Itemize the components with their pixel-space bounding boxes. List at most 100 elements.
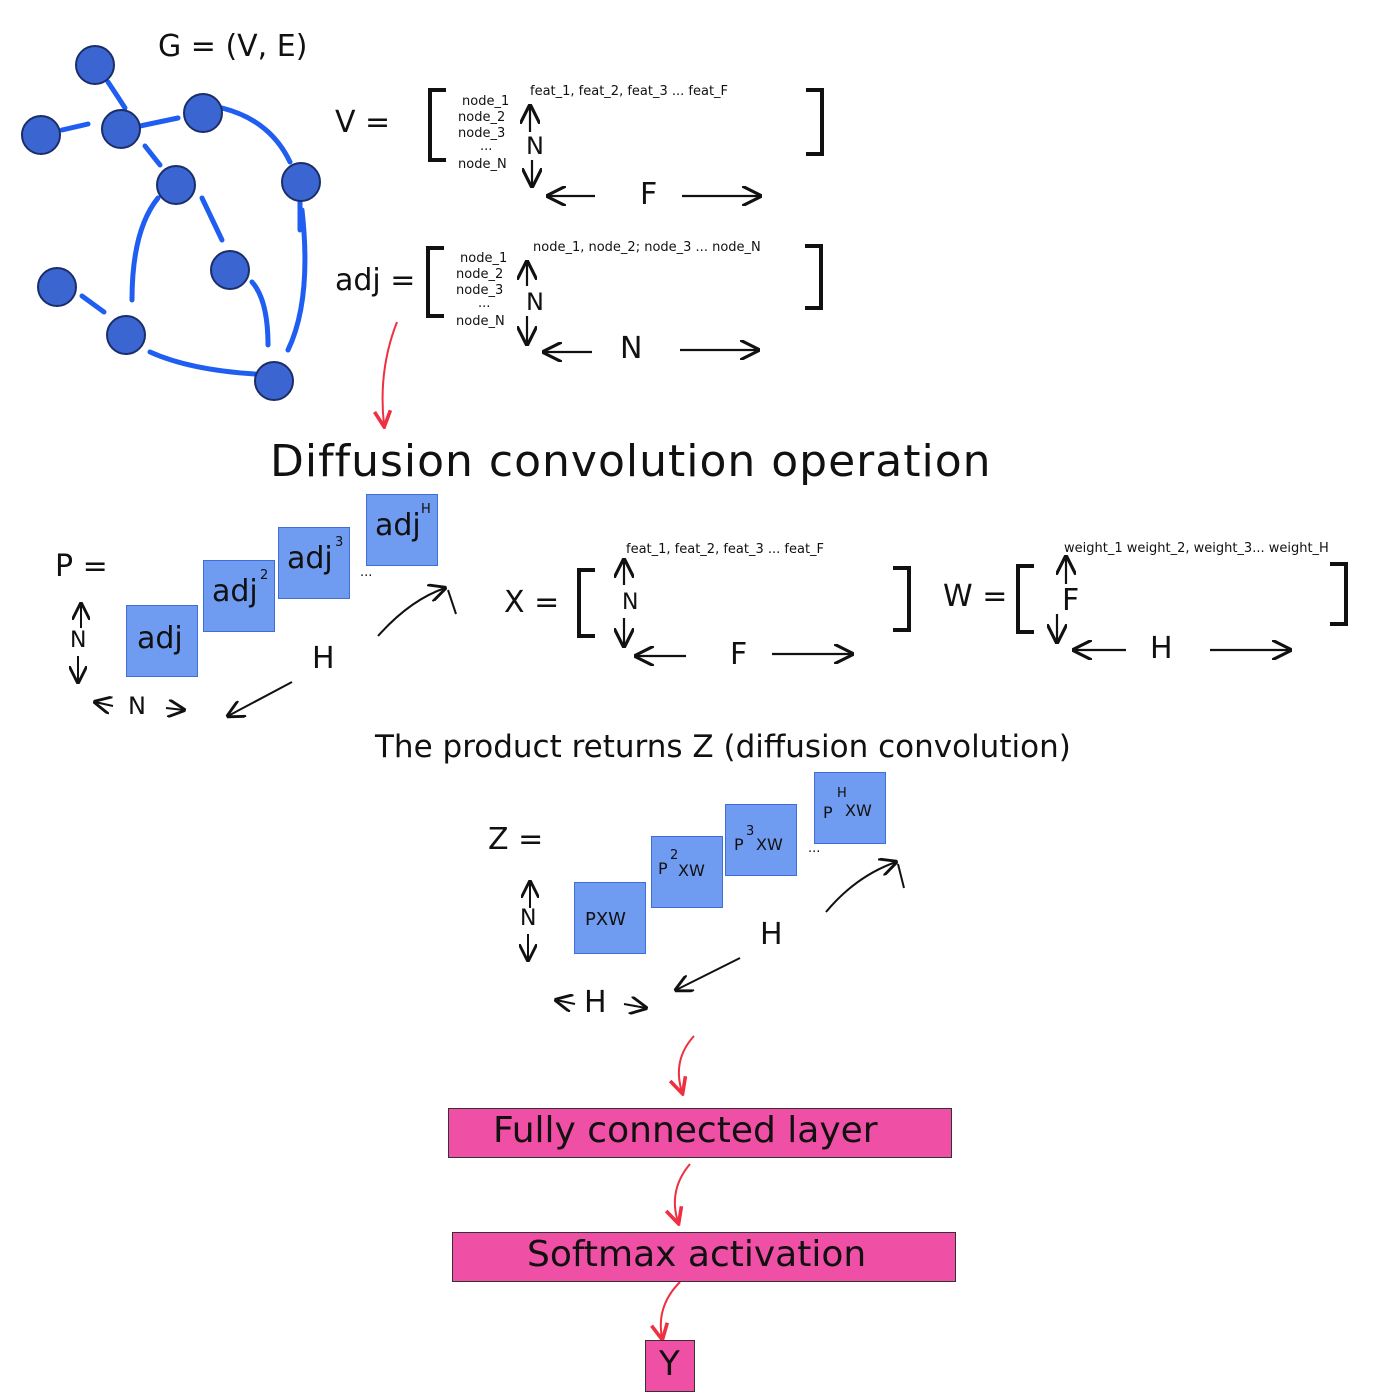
x-col-labels: feat_1, feat_2, feat_3 ... feat_F	[626, 542, 825, 557]
x-dim-arrows	[624, 560, 852, 656]
z-box-2: P 2 XW	[651, 836, 723, 908]
adj-matrix-label: adj =	[335, 263, 416, 298]
z-box-power: 2	[670, 848, 679, 863]
flow-arrow-4	[661, 1281, 681, 1338]
p-dim-arrows	[78, 588, 457, 716]
x-row-dim: N	[622, 590, 639, 615]
graph-node	[156, 165, 196, 205]
x-right-bracket	[893, 566, 911, 632]
z-box-power: 3	[746, 824, 755, 839]
z-box-4: P H XW	[814, 772, 886, 844]
section-title: Diffusion convolution operation	[270, 436, 992, 487]
softmax-label: Softmax activation	[527, 1234, 867, 1275]
v-right-bracket	[806, 88, 824, 156]
x-left-bracket	[577, 568, 595, 638]
z-box-3: P 3 XW	[725, 804, 797, 876]
v-matrix-label: V =	[335, 105, 391, 140]
graph-node	[281, 162, 321, 202]
z-depth-label: H	[760, 917, 783, 952]
graph-edges	[59, 79, 308, 377]
adj-left-bracket	[426, 246, 444, 318]
p-tensor-label: P =	[55, 549, 108, 584]
adj-right-bracket	[805, 244, 823, 310]
graph-title: G = (V, E)	[158, 29, 308, 64]
p-box-1: adj	[126, 605, 198, 677]
p-col-dim: N	[128, 692, 146, 720]
v-row-label: node_3	[458, 126, 506, 141]
v-row-label: ...	[480, 139, 493, 154]
p-box-4: adj H	[366, 494, 438, 566]
v-row-label: node_N	[458, 157, 507, 172]
z-box-suffix: XW	[678, 861, 705, 880]
w-dim-arrows	[1057, 557, 1290, 650]
adj-col-labels: node_1, node_2; node_3 ... node_N	[533, 240, 761, 255]
fully-connected-layer: Fully connected layer	[448, 1108, 952, 1158]
z-box-1: PXW	[574, 882, 646, 954]
p-box-power: 3	[335, 535, 344, 550]
w-row-dim: F	[1062, 583, 1080, 618]
flow-arrow-1	[383, 321, 398, 425]
graph-node	[101, 109, 141, 149]
p-box-text: adj	[137, 621, 183, 656]
p-box-3: adj 3	[278, 527, 350, 599]
v-row-label: node_2	[458, 110, 506, 125]
graph-node	[106, 315, 146, 355]
output-box: Y	[645, 1340, 695, 1392]
v-dim-arrows	[530, 106, 760, 196]
z-box-text: PXW	[585, 909, 626, 930]
output-label: Y	[659, 1344, 680, 1384]
z-row-dim: N	[520, 906, 537, 931]
adj-row-label: node_2	[456, 267, 504, 282]
v-left-bracket	[428, 88, 446, 162]
product-text: The product returns Z (diffusion convolu…	[375, 729, 1071, 765]
p-box-power: 2	[260, 568, 269, 583]
adj-row-label: node_1	[460, 251, 508, 266]
z-tensor-label: Z =	[488, 822, 544, 857]
adj-row-label: node_N	[456, 314, 505, 329]
z-box-text: P	[823, 803, 833, 822]
adj-dim-arrows	[527, 262, 758, 352]
z-box-text: P	[658, 859, 668, 878]
p-row-dim: N	[70, 628, 87, 653]
p-box-power: H	[421, 502, 431, 517]
adj-row-label: node_3	[456, 283, 504, 298]
w-left-bracket	[1016, 564, 1034, 634]
graph-node	[254, 361, 294, 401]
fully-connected-label: Fully connected layer	[493, 1110, 878, 1151]
graph-node	[21, 115, 61, 155]
v-col-dim: F	[640, 177, 658, 212]
z-dim-arrows	[528, 862, 905, 1008]
v-row-label: node_1	[462, 94, 510, 109]
x-matrix-label: X =	[504, 585, 560, 620]
w-col-labels: weight_1 weight_2, weight_3... weight_H	[1064, 541, 1329, 556]
p-box-2: adj 2	[203, 560, 275, 632]
v-row-dim: N	[526, 132, 544, 160]
w-matrix-label: W =	[943, 579, 1008, 614]
graph-nodes	[21, 45, 321, 401]
w-right-bracket	[1330, 562, 1348, 626]
z-box-suffix: XW	[845, 801, 872, 820]
graph-node	[210, 250, 250, 290]
z-ellipsis: ...	[808, 841, 821, 856]
flow-arrow-2	[679, 1035, 695, 1092]
softmax-layer: Softmax activation	[452, 1232, 956, 1282]
graph-node	[37, 267, 77, 307]
z-box-suffix: XW	[756, 835, 783, 854]
w-col-dim: H	[1150, 631, 1173, 666]
p-box-text: adj	[212, 574, 258, 609]
adj-row-label: ...	[478, 296, 491, 311]
p-ellipsis: ...	[360, 565, 373, 580]
z-box-text: P	[734, 835, 744, 854]
p-box-text: adj	[375, 508, 421, 543]
p-depth-label: H	[312, 641, 335, 676]
x-col-dim: F	[730, 637, 748, 672]
v-col-labels: feat_1, feat_2, feat_3 ... feat_F	[530, 84, 729, 99]
z-col-dim: H	[584, 985, 607, 1020]
flow-arrow-3	[675, 1163, 691, 1222]
graph-node	[75, 45, 115, 85]
z-box-power: H	[837, 786, 847, 801]
p-box-text: adj	[287, 541, 333, 576]
adj-col-dim: N	[620, 331, 643, 366]
